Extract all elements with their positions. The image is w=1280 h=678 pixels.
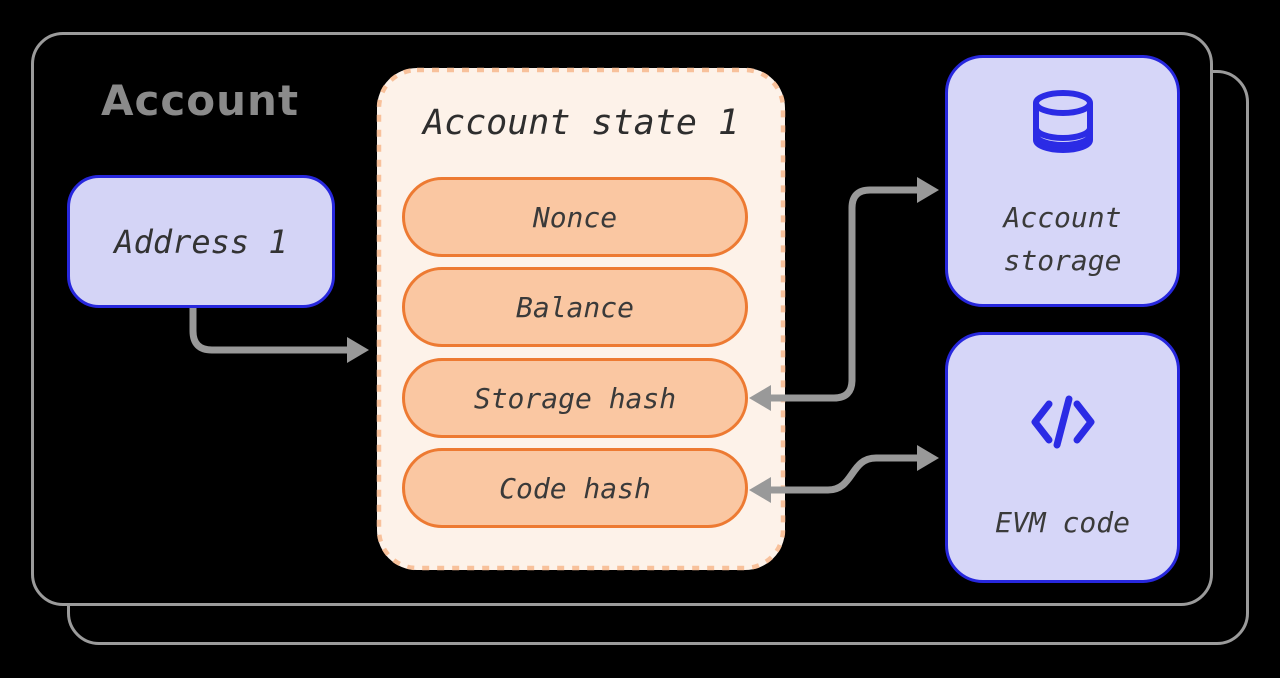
account-state-title: Account state 1 (422, 103, 740, 143)
account-storage-label-line2: storage (1003, 244, 1122, 277)
code-icon (1031, 395, 1094, 449)
field-pill-label: Nonce (532, 200, 618, 234)
database-icon (1032, 90, 1093, 153)
evm-code-box: EVM code (945, 332, 1180, 583)
evm-code-label: EVM code (995, 506, 1130, 539)
account-card-title: Account (101, 76, 300, 125)
field-pill-label: Balance (515, 290, 634, 324)
account-storage-label-line1: Account (1003, 201, 1122, 234)
field-pill-nonce: Nonce (402, 177, 748, 257)
field-pill-storage-hash: Storage hash (402, 358, 748, 438)
field-pill-label: Code hash (499, 471, 651, 505)
account-storage-label: Account storage (948, 196, 1177, 282)
account-storage-box: Account storage (945, 55, 1180, 307)
address-box: Address 1 (67, 175, 335, 308)
address-box-label: Address 1 (114, 222, 288, 261)
field-pill-balance: Balance (402, 267, 748, 347)
field-pill-code-hash: Code hash (402, 448, 748, 528)
field-pill-label: Storage hash (473, 381, 677, 415)
